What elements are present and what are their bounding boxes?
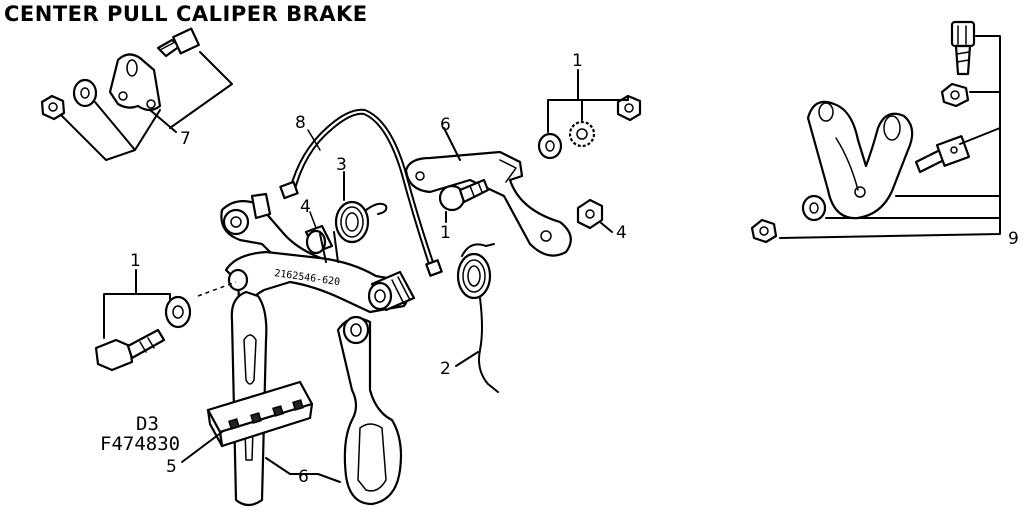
part-9-hanger-assembly: 9	[750, 20, 1019, 249]
part-1-washer-top	[537, 132, 563, 160]
part-number-code: F474830	[100, 433, 181, 455]
part-1-washer	[164, 295, 192, 329]
callout-1-top: 1	[572, 51, 583, 71]
part-9-washer	[801, 194, 827, 222]
callout-4-right: 4	[616, 223, 627, 243]
part-7-bolt-head	[172, 27, 200, 55]
part-7-cable-anchor-group: 7	[40, 27, 233, 161]
part-7-nut	[40, 94, 66, 121]
callout-1-left: 1	[130, 251, 141, 271]
part-9-adjuster-body	[935, 135, 971, 167]
part-9-screw-head	[950, 20, 976, 48]
callout-8: 8	[295, 113, 306, 133]
diagram-title: CENTER PULL CALIPER BRAKE	[4, 2, 368, 26]
callout-3: 3	[336, 155, 347, 175]
part-1-hardware-group-top: 1	[537, 51, 642, 160]
callout-9: 9	[1008, 229, 1019, 249]
callout-7: 7	[180, 129, 191, 149]
callout-6-top: 6	[440, 115, 451, 135]
callout-6-bottom: 6	[298, 467, 309, 487]
part-1-lock-washer	[568, 120, 596, 148]
callout-5: 5	[166, 457, 177, 477]
part-9-top-nut	[940, 82, 970, 108]
part-3-spring-and-4-bushing: 3 4	[300, 155, 388, 255]
right-brake-arm	[336, 317, 403, 506]
part-5-brake-shoe: 5	[166, 380, 314, 477]
callout-4-left: 4	[300, 197, 311, 217]
part-2-return-spring: 2	[440, 243, 499, 393]
model-code-d3: D3	[136, 413, 159, 435]
part-9-bottom-nut	[750, 218, 778, 244]
part-8-straddle-cable: 8	[279, 108, 443, 277]
part-6-cable-carrier: 6 1 4	[404, 115, 627, 257]
callout-1-mid: 1	[440, 223, 451, 243]
part-4-nut	[576, 198, 604, 230]
part-7-washer	[72, 78, 98, 108]
caliper-main-arms: 2162546-620	[197, 192, 416, 507]
part-7-anchor-plate	[108, 53, 162, 112]
part-1-bolt-head	[94, 338, 134, 372]
part-1-pivot-bolt-left: 1	[94, 251, 192, 372]
callout-2: 2	[440, 359, 451, 379]
